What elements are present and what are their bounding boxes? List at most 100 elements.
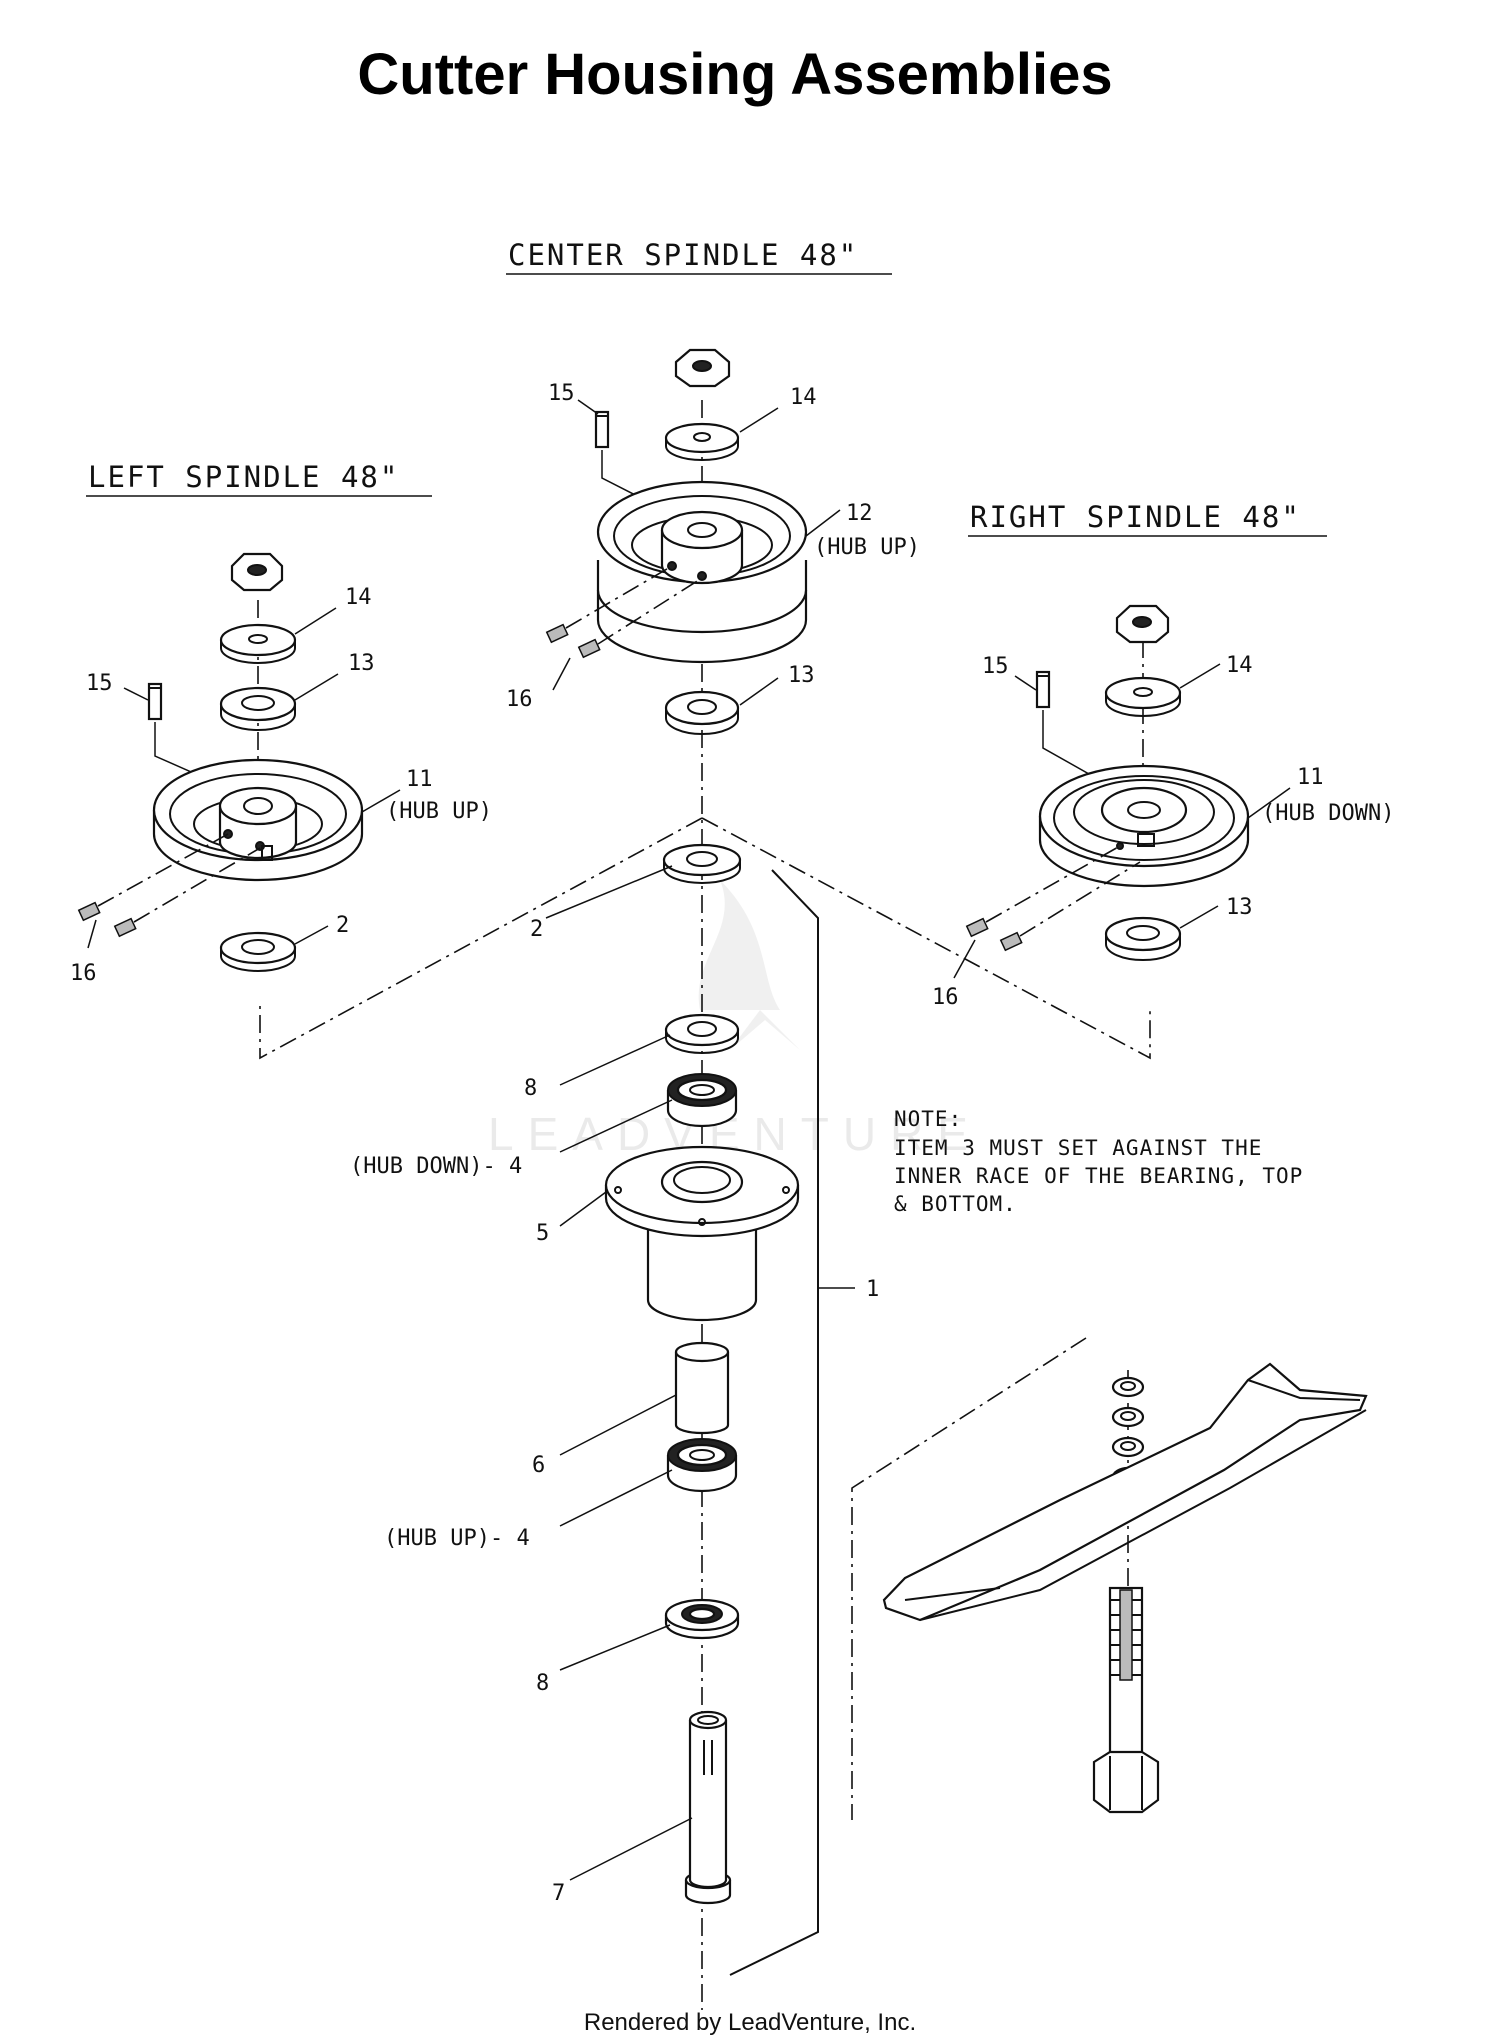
callout-l13: 13 bbox=[348, 651, 375, 676]
callout-l2: 2 bbox=[336, 913, 349, 938]
callout-c2: 2 bbox=[530, 917, 543, 942]
callout-r16: 16 bbox=[932, 985, 959, 1010]
center-washer-8-bottom bbox=[664, 1598, 740, 1640]
callout-c7: 7 bbox=[552, 1881, 565, 1906]
footer-credit: Rendered by LeadVenture, Inc. bbox=[584, 2009, 916, 2036]
c4-top-leader bbox=[559, 1099, 673, 1153]
l13-leader bbox=[294, 673, 339, 701]
note-line-1: ITEM 3 MUST SET AGAINST THE bbox=[894, 1136, 1262, 1160]
callout-c14: 14 bbox=[790, 385, 817, 410]
l11-leader bbox=[361, 789, 401, 813]
r11-leader bbox=[1247, 787, 1291, 819]
r15-leader bbox=[1014, 675, 1037, 691]
right-washer-14 bbox=[1104, 676, 1182, 717]
c8-top-leader bbox=[559, 1034, 671, 1086]
callout-c4-top: (HUB DOWN)- 4 bbox=[350, 1154, 522, 1179]
blade-guide-line bbox=[851, 1337, 1087, 1820]
r13-leader bbox=[1179, 905, 1219, 929]
left-washer-2 bbox=[219, 931, 297, 972]
right-spacer-13 bbox=[1104, 916, 1182, 961]
callout-r11-note: (HUB DOWN) bbox=[1262, 801, 1394, 826]
c13-leader bbox=[739, 677, 779, 706]
callout-l11-note: (HUB UP) bbox=[386, 799, 492, 824]
center-screw-guide-1 bbox=[565, 565, 673, 629]
right-set-screws-16 bbox=[965, 917, 1023, 952]
callout-c4-bottom: (HUB UP)- 4 bbox=[384, 1526, 530, 1551]
note-line-3: & BOTTOM. bbox=[894, 1192, 1017, 1216]
callout-r13: 13 bbox=[1226, 895, 1253, 920]
c4-bottom-leader bbox=[559, 1469, 673, 1527]
callout-c5: 5 bbox=[536, 1221, 549, 1246]
callout-c8-bottom: 8 bbox=[536, 1671, 549, 1696]
c5-leader bbox=[559, 1191, 607, 1227]
mower-blade bbox=[882, 1362, 1368, 1622]
callout-c6: 6 bbox=[532, 1453, 545, 1478]
left-screw-guide-2 bbox=[133, 847, 261, 923]
left-spindle-header: LEFT SPINDLE 48" bbox=[88, 460, 399, 494]
right-spindle-header: RIGHT SPINDLE 48" bbox=[970, 500, 1301, 534]
center-housing-5 bbox=[604, 1145, 800, 1322]
left-key-15 bbox=[147, 682, 163, 721]
center-pulley-12 bbox=[596, 480, 808, 664]
callout-l15: 15 bbox=[86, 671, 113, 696]
callout-r15: 15 bbox=[982, 654, 1009, 679]
right-key-15 bbox=[1035, 670, 1051, 709]
center-set-screws-16 bbox=[545, 623, 601, 659]
left-branch-line bbox=[259, 817, 703, 1060]
l2-leader bbox=[294, 925, 329, 945]
callout-c12: 12 bbox=[846, 501, 873, 526]
l15-leader bbox=[123, 687, 149, 701]
l16-leader bbox=[87, 919, 97, 949]
l14-leader bbox=[294, 607, 337, 635]
callout-l14: 14 bbox=[345, 585, 372, 610]
c8-bottom-leader bbox=[559, 1624, 671, 1671]
left-washer-14 bbox=[219, 623, 297, 664]
right-pulley-11 bbox=[1038, 764, 1250, 888]
center-hex-nut bbox=[674, 348, 731, 388]
left-screw-guide-1 bbox=[97, 833, 229, 907]
callout-c12-note: (HUB UP) bbox=[814, 535, 920, 560]
callout-c13: 13 bbox=[788, 663, 815, 688]
center-washer-14 bbox=[664, 422, 740, 461]
c7-leader bbox=[569, 1817, 693, 1881]
center-bearing-4-bottom bbox=[666, 1438, 738, 1493]
callout-c15: 15 bbox=[548, 381, 575, 406]
page-title: Cutter Housing Assemblies bbox=[357, 42, 1112, 107]
c6-leader bbox=[559, 1394, 677, 1456]
left-pulley-11 bbox=[152, 758, 364, 882]
left-spacer-13 bbox=[219, 686, 297, 731]
center-spindle-header: CENTER SPINDLE 48" bbox=[508, 238, 858, 272]
center-washer-2 bbox=[662, 843, 742, 884]
center-spindle-shaft-7 bbox=[684, 1710, 732, 1905]
left-set-screws-16 bbox=[77, 901, 137, 938]
callout-c16: 16 bbox=[506, 687, 533, 712]
center-screw-guide-2 bbox=[597, 577, 703, 645]
c2-leader bbox=[545, 865, 673, 919]
center-spacer-tube-6 bbox=[674, 1341, 730, 1435]
callout-l16: 16 bbox=[70, 961, 97, 986]
center-bearing-4-top bbox=[666, 1073, 738, 1128]
c15-leader bbox=[577, 399, 599, 415]
callout-c1: 1 bbox=[866, 1277, 879, 1302]
left-hex-nut bbox=[230, 552, 284, 592]
note-heading: NOTE: bbox=[894, 1107, 962, 1131]
callout-l11: 11 bbox=[406, 767, 433, 792]
r14-leader bbox=[1179, 663, 1221, 689]
center-washer-8-top bbox=[664, 1013, 740, 1054]
right-screw-guide-2 bbox=[1019, 861, 1141, 937]
blade-bolt bbox=[1092, 1586, 1160, 1814]
callout-c8-top: 8 bbox=[524, 1076, 537, 1101]
center-16-leader bbox=[552, 657, 571, 691]
right-branch-line bbox=[701, 817, 1151, 1060]
center-spacer-13 bbox=[664, 690, 740, 735]
item-1-bracket-line bbox=[729, 869, 819, 1976]
callout-r14: 14 bbox=[1226, 653, 1253, 678]
note-line-2: INNER RACE OF THE BEARING, TOP bbox=[894, 1164, 1303, 1188]
c12-leader bbox=[805, 509, 841, 537]
c14-leader bbox=[739, 407, 779, 433]
right-screw-guide-1 bbox=[985, 845, 1121, 923]
center-key-15 bbox=[594, 410, 610, 449]
right-hex-nut bbox=[1115, 604, 1170, 644]
callout-r11: 11 bbox=[1297, 765, 1324, 790]
